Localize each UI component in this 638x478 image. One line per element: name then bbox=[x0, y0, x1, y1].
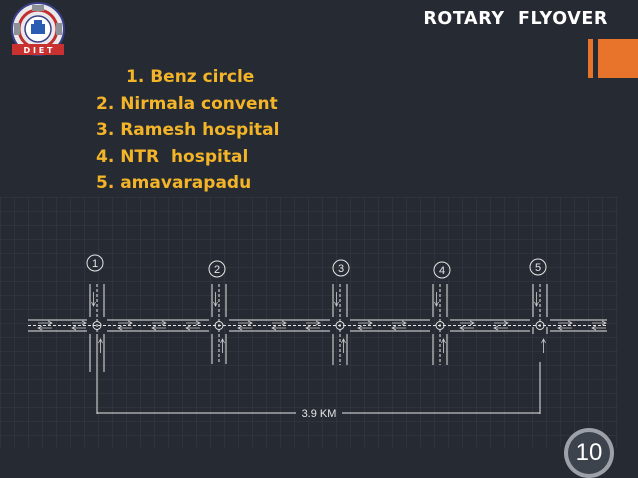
traffic-arrow bbox=[72, 320, 87, 326]
traffic-arrow bbox=[441, 338, 446, 353]
traffic-arrow bbox=[541, 338, 546, 353]
junction-marker bbox=[435, 321, 445, 330]
junction-marker bbox=[335, 321, 345, 330]
junction-label: 1 bbox=[92, 258, 98, 270]
traffic-arrow bbox=[391, 325, 406, 331]
location-item: 2. Nirmala convent bbox=[96, 93, 278, 114]
traffic-arrow bbox=[534, 292, 539, 307]
traffic-arrow bbox=[238, 320, 253, 326]
junction-label-circle bbox=[208, 260, 226, 278]
traffic-arrow bbox=[151, 325, 166, 331]
traffic-arrow bbox=[459, 325, 474, 331]
location-item: 5. amavarapadu bbox=[96, 173, 252, 193]
locations-list: 1. Benz circle 2. Nirmala convent 3. Ram… bbox=[96, 64, 279, 197]
location-item: 4. NTR hospital bbox=[96, 146, 249, 167]
college-logo: D I E T bbox=[11, 2, 65, 56]
junction-label-circle bbox=[529, 258, 547, 276]
traffic-arrow bbox=[220, 338, 225, 353]
cad-grid bbox=[0, 197, 618, 447]
traffic-arrow bbox=[494, 320, 509, 326]
traffic-arrow bbox=[272, 320, 287, 326]
traffic-arrow bbox=[271, 325, 286, 331]
traffic-arrow bbox=[306, 320, 321, 326]
junction-label-circle bbox=[86, 254, 104, 272]
traffic-arrow bbox=[37, 325, 52, 331]
junction-label: 2 bbox=[214, 264, 220, 276]
junction-label: 3 bbox=[338, 263, 344, 275]
location-item: 1. Benz circle bbox=[126, 67, 255, 87]
distance-label: 3.9 KM bbox=[302, 408, 337, 420]
junction-marker bbox=[214, 321, 224, 330]
junction-label: 4 bbox=[439, 265, 445, 277]
traffic-arrow bbox=[557, 325, 572, 331]
junction-label-circle bbox=[433, 261, 451, 279]
logo-banner-text: D I E T bbox=[24, 46, 53, 55]
traffic-arrow bbox=[38, 320, 53, 326]
traffic-arrow bbox=[591, 325, 606, 331]
traffic-arrow bbox=[185, 325, 200, 331]
traffic-arrow bbox=[117, 325, 132, 331]
traffic-arrow bbox=[341, 338, 346, 353]
distance-dimension bbox=[96, 337, 541, 414]
traffic-arrow bbox=[434, 292, 439, 307]
traffic-arrow bbox=[460, 320, 475, 326]
traffic-arrow bbox=[152, 320, 167, 326]
slide-title: ROTARY FLYOVER bbox=[423, 9, 608, 29]
page-number-badge: 10 bbox=[564, 428, 614, 478]
traffic-arrow bbox=[334, 292, 339, 307]
traffic-arrow bbox=[558, 320, 573, 326]
location-item: 3. Ramesh hospital bbox=[96, 120, 280, 140]
accent-bar-thick bbox=[598, 39, 638, 78]
traffic-arrow bbox=[305, 325, 320, 331]
junction-marker bbox=[535, 321, 545, 330]
traffic-arrow bbox=[237, 325, 252, 331]
accent-bar-thin bbox=[588, 39, 593, 78]
junction-label: 5 bbox=[535, 262, 541, 274]
traffic-arrow bbox=[118, 320, 133, 326]
traffic-arrow bbox=[213, 292, 218, 307]
traffic-arrow bbox=[392, 320, 407, 326]
traffic-arrow bbox=[71, 325, 86, 331]
junction-marker bbox=[92, 321, 102, 330]
junction-label-circle bbox=[332, 259, 350, 277]
page-number: 10 bbox=[568, 432, 610, 474]
traffic-arrow bbox=[493, 325, 508, 331]
traffic-arrow bbox=[357, 325, 372, 331]
traffic-arrow bbox=[91, 292, 96, 307]
traffic-arrow bbox=[98, 338, 103, 353]
traffic-arrow bbox=[592, 320, 607, 326]
flyover-plan-drawing: 1 2 3 4 5 3.9 KM bbox=[0, 197, 618, 447]
traffic-arrow bbox=[186, 320, 201, 326]
traffic-arrow bbox=[358, 320, 373, 326]
